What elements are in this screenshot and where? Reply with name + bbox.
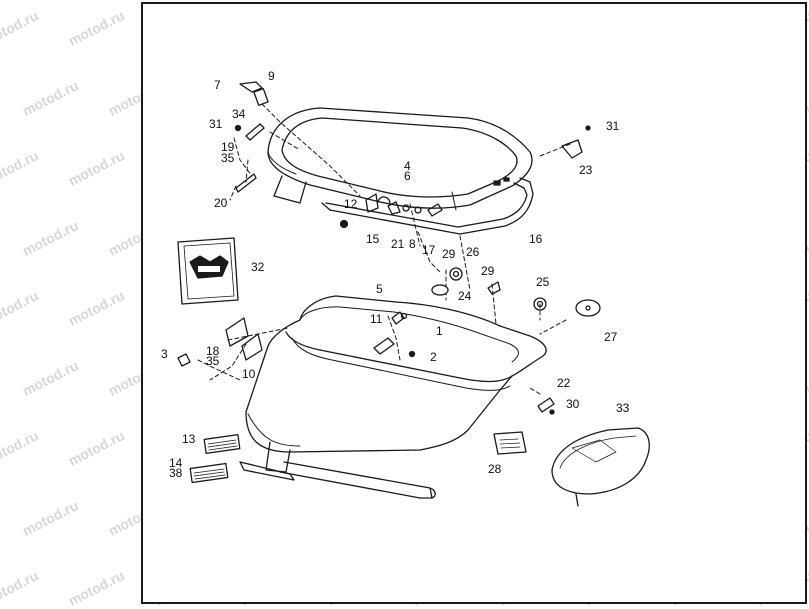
callout-2: 2: [430, 350, 437, 364]
callout-29: 29: [442, 247, 456, 261]
callout-30: 30: [566, 397, 580, 411]
callout-25: 25: [536, 275, 550, 289]
callout-4: 4: [404, 159, 411, 173]
callout-1: 1: [436, 324, 443, 338]
callout-12: 12: [344, 197, 358, 211]
callout-22: 22: [557, 376, 571, 390]
callout-14: 14: [169, 456, 183, 470]
callout-28: 28: [488, 462, 502, 476]
callout-31: 31: [209, 117, 223, 131]
callout-31: 31: [606, 119, 620, 133]
tour-pak-base: [245, 295, 547, 499]
callout-19: 19: [221, 140, 235, 154]
callout-10: 10: [242, 367, 256, 381]
callout-20: 20: [214, 196, 228, 210]
callout-33: 33: [616, 401, 630, 415]
callout-34: 34: [232, 107, 246, 121]
callout-17: 17: [422, 243, 436, 257]
callout-29: 29: [481, 264, 495, 278]
callout-11: 11: [370, 312, 383, 326]
callout-5: 5: [376, 282, 383, 296]
callout-35: 35: [206, 354, 220, 368]
callout-3: 3: [161, 347, 168, 361]
callout-8: 8: [409, 237, 416, 251]
luggage-rack-rail: [273, 175, 534, 235]
callout-6: 6: [404, 169, 411, 183]
callout-15: 15: [366, 232, 380, 246]
callout-21: 21: [391, 237, 405, 251]
callout-18: 18: [206, 344, 220, 358]
callout-7: 7: [214, 78, 221, 92]
callout-16: 16: [529, 232, 543, 246]
tour-pak-lid: [267, 107, 533, 211]
callout-32: 32: [251, 260, 265, 274]
callout-35: 35: [221, 151, 235, 165]
callout-26: 26: [466, 245, 480, 259]
callout-23: 23: [579, 163, 593, 177]
callout-13: 13: [182, 432, 196, 446]
diagram-frame: [141, 2, 807, 604]
callout-24: 24: [458, 289, 472, 303]
callout-9: 9: [268, 69, 275, 83]
callout-38: 38: [169, 466, 183, 480]
callout-27: 27: [604, 330, 618, 344]
small-hardware: [177, 81, 650, 507]
